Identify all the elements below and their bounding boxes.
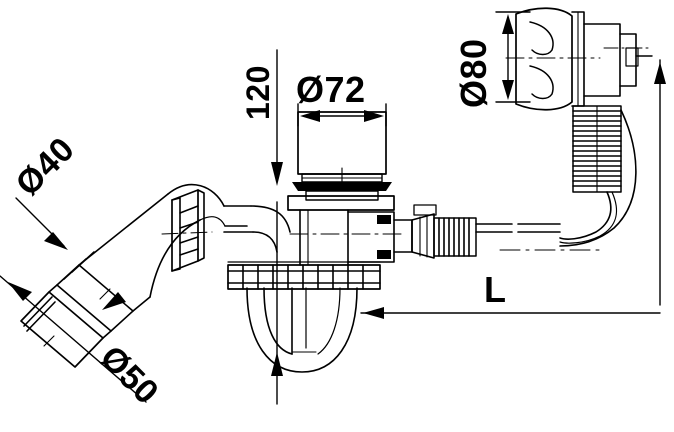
dimension-label-length-L: L [484,269,507,310]
corrugated-flexible-overflow-hose [499,105,637,251]
overflow-cover-plate [505,7,653,111]
waste-plug-cap [292,111,392,201]
drain-body-flange [287,195,413,266]
dimension-label-height-120: 120 [240,65,276,120]
outlet-pipe-45deg-bend [20,183,254,368]
dimension-label-dia72: Ø72 [296,69,366,110]
threaded-connector-hex-nut [411,204,561,259]
threaded-trap-collar [227,261,381,290]
dimension-label-dia80: Ø80 [453,38,494,108]
union-nut-coupling [161,189,213,272]
dimension-lines [0,11,666,405]
